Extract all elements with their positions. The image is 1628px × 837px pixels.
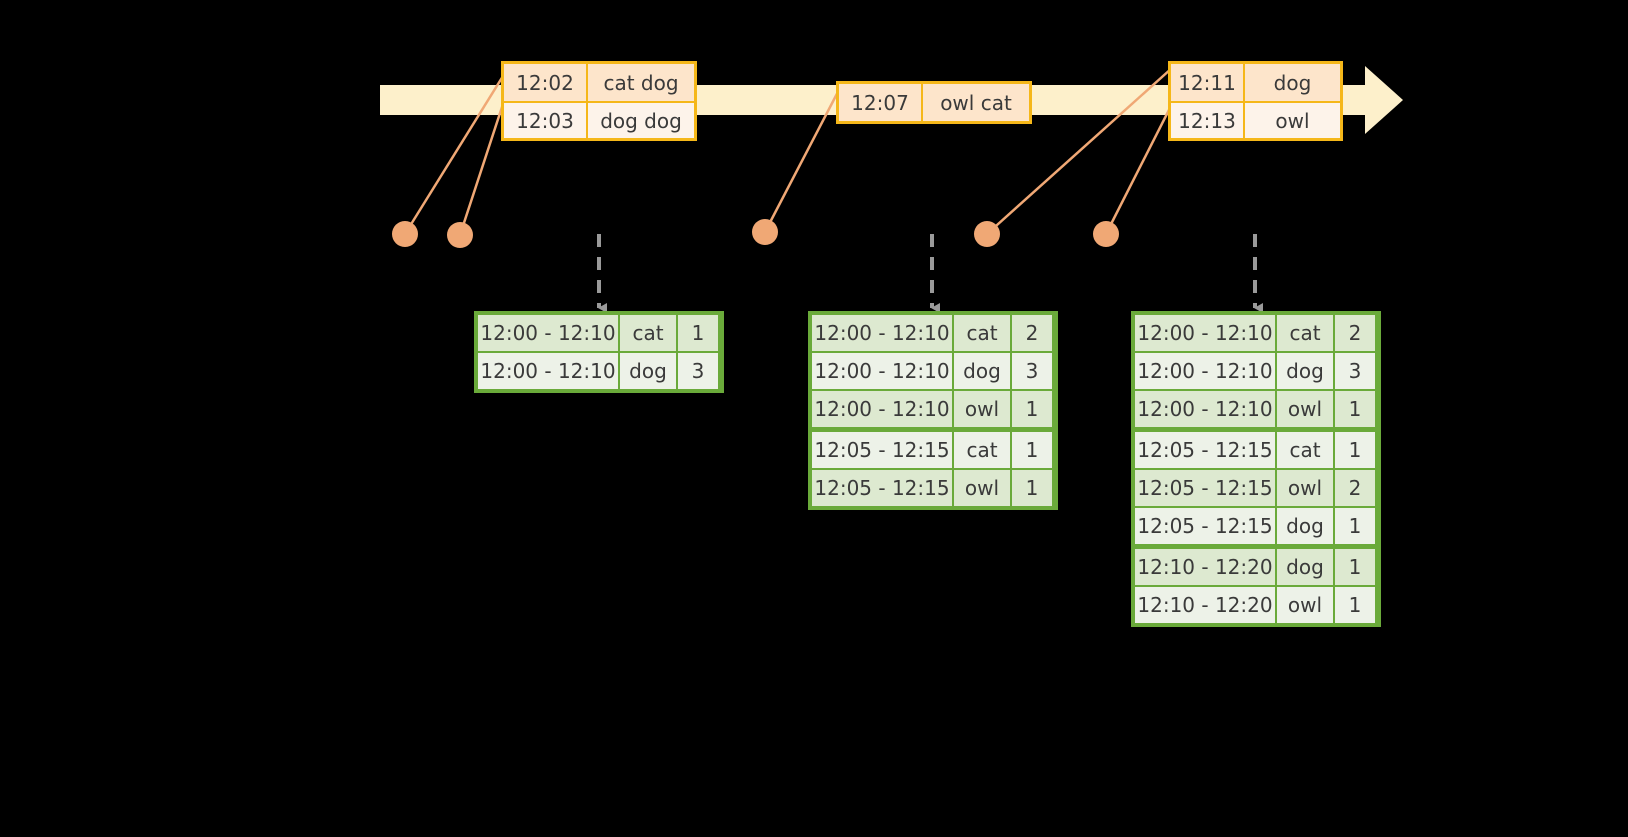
window-range-cell: 12:05 - 12:15 xyxy=(812,432,952,468)
word-key-cell: dog xyxy=(620,353,676,389)
connector-1203 xyxy=(458,103,505,236)
event-box-1[interactable]: 12:02 cat dog 12:03 dog dog xyxy=(501,61,697,141)
word-key-cell: owl xyxy=(954,470,1010,506)
event-time: 12:11 xyxy=(1171,64,1245,101)
event-value: owl cat xyxy=(940,90,1012,115)
count-cell: 1 xyxy=(1335,508,1375,544)
marker-1207[interactable] xyxy=(752,219,778,245)
word-key-cell: owl xyxy=(1277,391,1333,427)
word-key-cell: cat xyxy=(954,315,1010,351)
count-cell: 3 xyxy=(678,353,718,389)
event-value: dog xyxy=(1273,70,1312,95)
count-cell: 3 xyxy=(1012,353,1052,389)
word-key-cell: cat xyxy=(620,315,676,351)
window-range-cell: 12:05 - 12:15 xyxy=(1135,432,1275,468)
count-cell: 2 xyxy=(1335,470,1375,506)
window-range-cell: 12:00 - 12:10 xyxy=(812,315,952,351)
window-range-cell: 12:10 - 12:20 xyxy=(1135,587,1275,623)
event-row[interactable]: 12:03 dog dog xyxy=(504,101,694,138)
event-row[interactable]: 12:11 dog xyxy=(1171,64,1340,101)
count-cell: 1 xyxy=(1012,391,1052,427)
event-time: 12:03 xyxy=(504,103,588,138)
window-range-cell: 12:00 - 12:10 xyxy=(812,391,952,427)
word-key-cell: dog xyxy=(1277,508,1333,544)
count-cell: 1 xyxy=(1335,432,1375,468)
event-row[interactable]: 12:13 owl xyxy=(1171,101,1340,138)
window-range-cell: 12:00 - 12:10 xyxy=(1135,391,1275,427)
word-key-cell: dog xyxy=(1277,353,1333,389)
window-range-cell: 12:00 - 12:10 xyxy=(812,353,952,389)
window-range-cell: 12:00 - 12:10 xyxy=(1135,315,1275,351)
event-box-2[interactable]: 12:07 owl cat xyxy=(836,81,1032,124)
count-cell: 1 xyxy=(1012,470,1052,506)
word-key-cell: dog xyxy=(1277,549,1333,585)
word-key-cell: cat xyxy=(954,432,1010,468)
marker-1213[interactable] xyxy=(1093,221,1119,247)
event-value: dog dog xyxy=(600,108,682,133)
window-range-cell: 12:05 - 12:15 xyxy=(812,470,952,506)
window-range-cell: 12:00 - 12:10 xyxy=(478,315,618,351)
count-cell: 1 xyxy=(678,315,718,351)
marker-1211[interactable] xyxy=(974,221,1000,247)
event-value: cat dog xyxy=(603,70,679,95)
count-cell: 1 xyxy=(1335,587,1375,623)
event-value: owl xyxy=(1275,108,1310,133)
window-range-cell: 12:05 - 12:15 xyxy=(1135,508,1275,544)
event-box-3[interactable]: 12:11 dog 12:13 owl xyxy=(1168,61,1343,141)
marker-1202[interactable] xyxy=(392,221,418,247)
event-time: 12:02 xyxy=(504,64,588,101)
count-cell: 1 xyxy=(1012,432,1052,468)
event-row[interactable]: 12:07 owl cat xyxy=(839,84,1029,121)
count-cell: 3 xyxy=(1335,353,1375,389)
window-range-cell: 12:00 - 12:10 xyxy=(478,353,618,389)
word-key-cell: owl xyxy=(1277,587,1333,623)
count-cell: 2 xyxy=(1012,315,1052,351)
count-cell: 1 xyxy=(1335,549,1375,585)
word-key-cell: cat xyxy=(1277,315,1333,351)
event-time: 12:07 xyxy=(839,84,923,121)
word-key-cell: dog xyxy=(954,353,1010,389)
count-cell: 2 xyxy=(1335,315,1375,351)
connector-1213 xyxy=(1104,103,1174,235)
word-key-cell: owl xyxy=(1277,470,1333,506)
count-cell: 1 xyxy=(1335,391,1375,427)
window-range-cell: 12:00 - 12:10 xyxy=(1135,353,1275,389)
timeline-arrow-head-icon xyxy=(1365,66,1403,134)
marker-1203[interactable] xyxy=(447,222,473,248)
window-range-cell: 12:05 - 12:15 xyxy=(1135,470,1275,506)
event-row[interactable]: 12:02 cat dog xyxy=(504,64,694,101)
event-time: 12:13 xyxy=(1171,103,1245,138)
word-key-cell: owl xyxy=(954,391,1010,427)
window-range-cell: 12:10 - 12:20 xyxy=(1135,549,1275,585)
word-key-cell: cat xyxy=(1277,432,1333,468)
